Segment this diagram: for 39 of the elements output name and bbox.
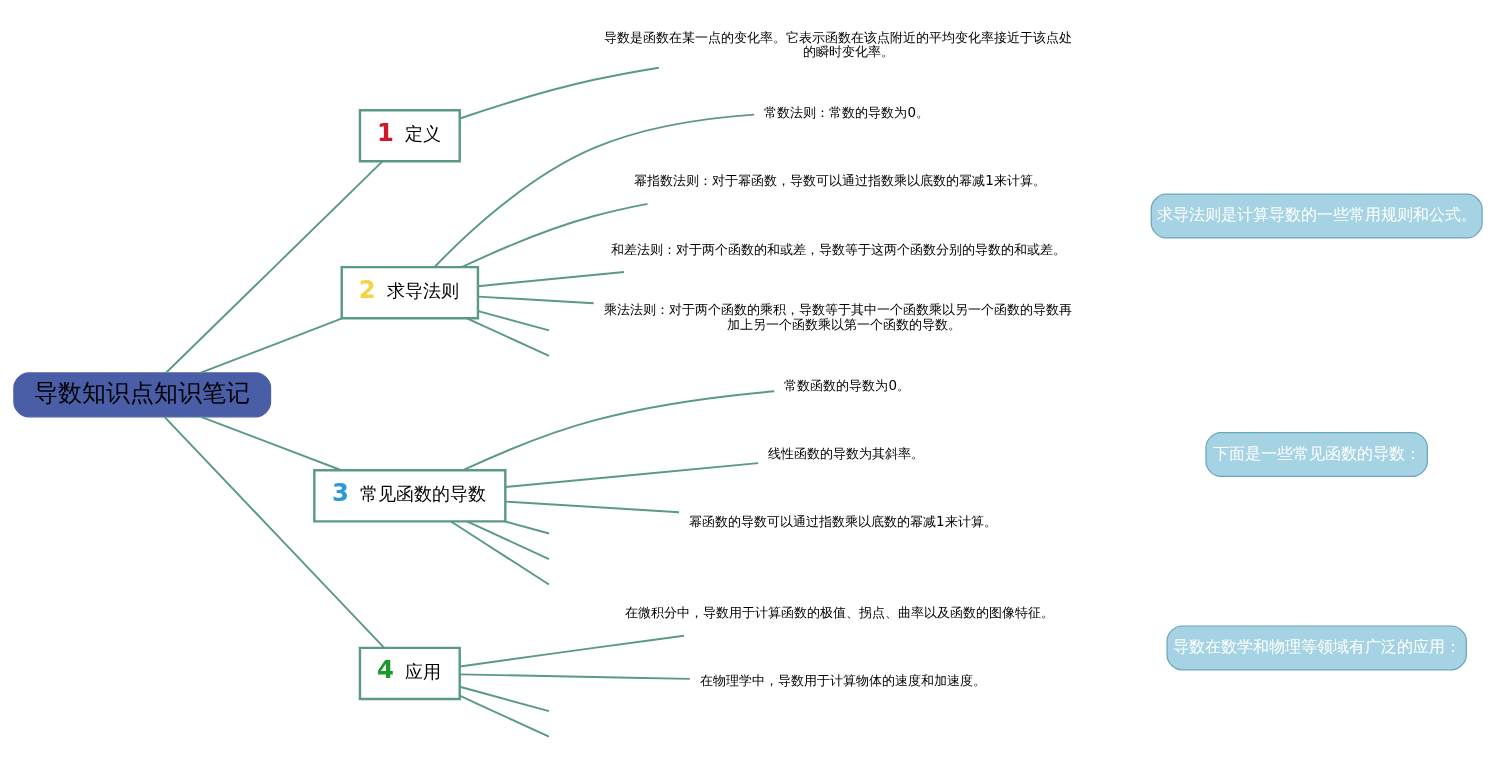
connector bbox=[461, 202, 649, 268]
connector bbox=[465, 519, 550, 560]
connector bbox=[504, 461, 760, 488]
connector bbox=[458, 685, 550, 712]
node-text: 在物理学中，导数用于计算物体的速度和加速度。 bbox=[699, 672, 986, 688]
node-text: 导数是函数在某一点的变化率。它表示函数在该点附近的平均变化率接近于该点处的瞬时变化率。 bbox=[603, 29, 1072, 59]
connector bbox=[462, 389, 776, 471]
connector bbox=[458, 66, 660, 119]
connector bbox=[165, 160, 384, 374]
connector bbox=[504, 500, 681, 513]
node-text: 常数法则：常数的导数为0。 bbox=[764, 104, 929, 120]
connector bbox=[200, 415, 343, 471]
connector bbox=[477, 270, 625, 287]
node-text: 常数函数的导数为0。 bbox=[784, 377, 911, 393]
node-box: 下面是一些常见函数的导数： bbox=[1205, 431, 1428, 477]
node-box: 1 定义 bbox=[358, 108, 461, 163]
node-text: 幂函数的导数可以通过指数乘以底数的幂减1来计算。 bbox=[689, 513, 997, 529]
node-box: 3 常见函数的导数 bbox=[313, 468, 507, 523]
node-box: 导数知识点知识笔记 bbox=[13, 371, 272, 417]
connector bbox=[163, 415, 386, 649]
node-box: 求导法则是计算导数的一些常用规则和公式。 bbox=[1150, 193, 1483, 239]
node-text: 线性函数的导数为其斜率。 bbox=[768, 445, 925, 461]
connector bbox=[450, 520, 550, 585]
connector bbox=[199, 316, 343, 374]
connector bbox=[459, 672, 691, 680]
connector bbox=[433, 113, 756, 268]
node-text: 幂指数法则：对于幂函数，导数可以通过指数乘以底数的幂减1来计算。 bbox=[634, 172, 1046, 188]
node-text: 乘法法则：对于两个函数的乘积，导数等于其中一个函数乘以另一个函数的导数再加上另一个函数乘以第一个函数的导数。 bbox=[603, 301, 1072, 332]
connector bbox=[503, 519, 551, 534]
node-text: 和差法则：对于两个函数的和或差，导数等于这两个函数分别的导数的和或差。 bbox=[611, 241, 1067, 257]
node-box: 2 求导法则 bbox=[340, 265, 480, 319]
node-box: 4 应用 bbox=[358, 646, 461, 700]
connector bbox=[477, 295, 595, 304]
connector bbox=[477, 309, 550, 331]
connector bbox=[465, 316, 550, 357]
connector bbox=[459, 634, 685, 667]
node-text: 在微积分中，导数用于计算函数的极值、拐点、曲率以及函数的图像特征。 bbox=[624, 604, 1054, 620]
connector bbox=[458, 694, 550, 738]
node-box: 导数在数学和物理等领域有广泛的应用： bbox=[1166, 624, 1467, 670]
